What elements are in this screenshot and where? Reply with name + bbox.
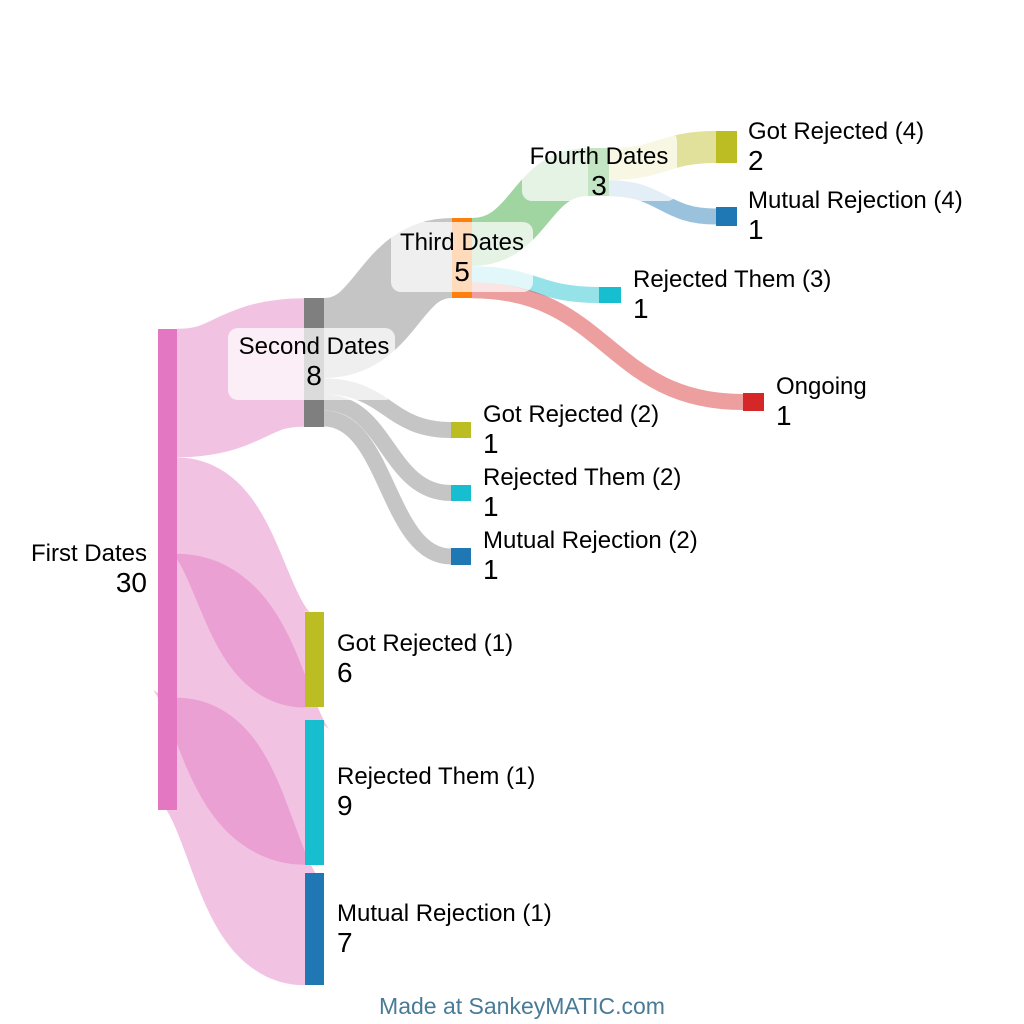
label-got-rejected-4: Got Rejected (4): [748, 118, 924, 145]
value-rejected-them-2: 1: [483, 491, 499, 522]
value-rejected-them-1: 9: [337, 790, 353, 821]
node-rejected-them-3[interactable]: [599, 287, 621, 303]
label-rejected-them-3: Rejected Them (3): [633, 266, 831, 293]
flow-second-dates-mutual-rejection-2[interactable]: [323, 410, 452, 565]
flow-first-dates-mutual-rejection-1[interactable]: [159, 697, 323, 986]
node-first-dates[interactable]: [158, 329, 177, 810]
value-mutual-rejection-1: 7: [337, 927, 353, 958]
label-got-rejected-1: Got Rejected (1): [337, 630, 513, 657]
node-rejected-them-1[interactable]: [305, 720, 324, 865]
node-got-rejected-1[interactable]: [305, 612, 324, 707]
label-fourth-dates: Fourth Dates: [530, 143, 669, 170]
label-second-dates: Second Dates: [239, 333, 390, 360]
value-third-dates: 5: [454, 256, 470, 287]
label-mutual-rejection-2: Mutual Rejection (2): [483, 527, 698, 554]
label-box-third-dates: [391, 222, 533, 292]
value-rejected-them-3: 1: [633, 293, 649, 324]
node-got-rejected-4[interactable]: [716, 131, 737, 163]
label-third-dates: Third Dates: [400, 229, 524, 256]
value-got-rejected-1: 6: [337, 657, 353, 688]
flow-first-dates-rejected-them-1[interactable]: [149, 553, 333, 865]
label-first-dates: First Dates: [31, 540, 147, 567]
label-box-fourth-dates: [522, 131, 677, 201]
value-mutual-rejection-2: 1: [483, 554, 499, 585]
label-rejected-them-1: Rejected Them (1): [337, 763, 535, 790]
node-got-rejected-2[interactable]: [451, 422, 471, 438]
label-rejected-them-2: Rejected Them (2): [483, 464, 681, 491]
flow-third-dates-ongoing[interactable]: [471, 282, 744, 410]
label-got-rejected-2: Got Rejected (2): [483, 401, 659, 428]
node-rejected-them-2[interactable]: [451, 485, 471, 501]
label-mutual-rejection-1: Mutual Rejection (1): [337, 900, 552, 927]
node-mutual-rejection-2[interactable]: [451, 548, 471, 565]
value-got-rejected-2: 1: [483, 428, 499, 459]
node-mutual-rejection-4[interactable]: [716, 207, 737, 226]
flow-first-dates-got-rejected-1[interactable]: [167, 457, 315, 708]
value-fourth-dates: 3: [591, 170, 607, 201]
node-ongoing[interactable]: [743, 393, 764, 411]
value-second-dates: 8: [306, 360, 322, 391]
value-got-rejected-4: 2: [748, 145, 764, 176]
label-mutual-rejection-4: Mutual Rejection (4): [748, 187, 963, 214]
flow-second-dates-rejected-them-2[interactable]: [323, 394, 452, 501]
value-mutual-rejection-4: 1: [748, 214, 764, 245]
attribution-text: Made at SankeyMATIC.com: [379, 993, 665, 1019]
label-box-second-dates: [228, 328, 395, 400]
label-ongoing: Ongoing: [776, 373, 867, 400]
node-mutual-rejection-1[interactable]: [305, 873, 324, 985]
value-first-dates: 30: [116, 567, 147, 598]
value-ongoing: 1: [776, 400, 792, 431]
